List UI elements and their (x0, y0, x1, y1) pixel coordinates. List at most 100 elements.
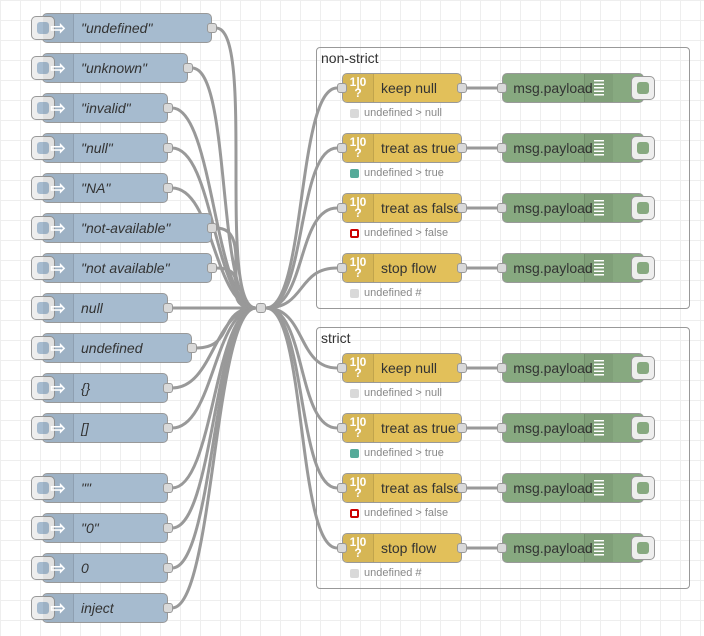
debug-toggle-button[interactable] (631, 356, 655, 380)
debug-node[interactable]: msg.payload (497, 193, 655, 223)
input-port[interactable] (337, 423, 347, 433)
inject-node[interactable]: ⇨0 (31, 553, 173, 583)
input-port[interactable] (337, 83, 347, 93)
inject-node[interactable]: ⇨"0" (31, 513, 173, 543)
inject-button[interactable] (31, 56, 55, 80)
debug-node[interactable]: msg.payload (497, 133, 655, 163)
inject-node[interactable]: ⇨inject (31, 593, 173, 623)
debug-node[interactable]: msg.payload (497, 253, 655, 283)
switch-node[interactable]: 1|0?keep null (337, 353, 467, 383)
output-port[interactable] (187, 343, 197, 353)
output-port[interactable] (457, 83, 467, 93)
output-port[interactable] (163, 523, 173, 533)
inject-node[interactable]: ⇨"null" (31, 133, 173, 163)
output-port[interactable] (457, 203, 467, 213)
input-port[interactable] (337, 543, 347, 553)
inject-node[interactable]: ⇨{} (31, 373, 173, 403)
debug-toggle-button[interactable] (631, 256, 655, 280)
switch-node[interactable]: 1|0?keep null (337, 73, 467, 103)
inject-button[interactable] (31, 16, 55, 40)
inject-node[interactable]: ⇨undefined (31, 333, 197, 363)
output-port[interactable] (457, 483, 467, 493)
debug-toggle-button[interactable] (631, 476, 655, 500)
input-port[interactable] (337, 263, 347, 273)
switch-node[interactable]: 1|0?treat as false (337, 193, 467, 223)
junction-node[interactable] (256, 303, 266, 313)
input-port[interactable] (337, 203, 347, 213)
list-icon (584, 534, 613, 562)
inject-node[interactable]: ⇨"" (31, 473, 173, 503)
inject-button[interactable] (31, 516, 55, 540)
inject-node[interactable]: ⇨[] (31, 413, 173, 443)
output-port[interactable] (207, 23, 217, 33)
inject-button[interactable] (31, 96, 55, 120)
switch-icon: 1|0? (343, 134, 374, 162)
output-port[interactable] (163, 423, 173, 433)
debug-node[interactable]: msg.payload (497, 533, 655, 563)
inject-node[interactable]: ⇨"unknown" (31, 53, 193, 83)
inject-node[interactable]: ⇨"not available" (31, 253, 217, 283)
inject-button[interactable] (31, 596, 55, 620)
input-port[interactable] (337, 483, 347, 493)
inject-node[interactable]: ⇨null (31, 293, 173, 323)
output-port[interactable] (207, 263, 217, 273)
output-port[interactable] (163, 483, 173, 493)
output-port[interactable] (457, 363, 467, 373)
input-port[interactable] (497, 143, 507, 153)
output-port[interactable] (163, 143, 173, 153)
output-port[interactable] (163, 383, 173, 393)
input-port[interactable] (497, 483, 507, 493)
output-port[interactable] (457, 543, 467, 553)
output-port[interactable] (457, 143, 467, 153)
output-port[interactable] (163, 103, 173, 113)
input-port[interactable] (497, 423, 507, 433)
status-text: undefined # (364, 567, 422, 579)
output-port[interactable] (163, 303, 173, 313)
output-port[interactable] (163, 563, 173, 573)
switch-icon-top: 1|0 (349, 135, 367, 149)
switch-node[interactable]: 1|0?treat as false (337, 473, 467, 503)
switch-node[interactable]: 1|0?treat as true (337, 413, 467, 443)
input-port[interactable] (337, 143, 347, 153)
output-port[interactable] (457, 423, 467, 433)
inject-node[interactable]: ⇨"undefined" (31, 13, 217, 43)
debug-node[interactable]: msg.payload (497, 473, 655, 503)
output-port[interactable] (207, 223, 217, 233)
output-port[interactable] (163, 603, 173, 613)
output-port[interactable] (163, 183, 173, 193)
switch-label: treat as false (381, 200, 462, 216)
debug-node[interactable]: msg.payload (497, 73, 655, 103)
input-port[interactable] (497, 543, 507, 553)
inject-button[interactable] (31, 256, 55, 280)
switch-icon-top: 1|0 (349, 475, 367, 489)
inject-node[interactable]: ⇨"NA" (31, 173, 173, 203)
inject-label: {} (81, 380, 91, 396)
debug-toggle-button[interactable] (631, 416, 655, 440)
output-port[interactable] (457, 263, 467, 273)
inject-node[interactable]: ⇨"not-available" (31, 213, 217, 243)
debug-node[interactable]: msg.payload (497, 353, 655, 383)
switch-node[interactable]: 1|0?treat as true (337, 133, 467, 163)
output-port[interactable] (183, 63, 193, 73)
switch-node[interactable]: 1|0?stop flow (337, 253, 467, 283)
debug-label: msg.payload (513, 360, 593, 376)
wire (215, 26, 257, 310)
switch-node[interactable]: 1|0?stop flow (337, 533, 467, 563)
debug-toggle-button[interactable] (631, 136, 655, 160)
input-port[interactable] (497, 203, 507, 213)
inject-button[interactable] (31, 176, 55, 200)
inject-node[interactable]: ⇨"invalid" (31, 93, 173, 123)
debug-toggle-button[interactable] (631, 76, 655, 100)
inject-button[interactable] (31, 336, 55, 360)
input-port[interactable] (497, 83, 507, 93)
debug-toggle-button[interactable] (631, 536, 655, 560)
inject-label: "NA" (81, 180, 111, 196)
input-port[interactable] (497, 363, 507, 373)
input-port[interactable] (497, 263, 507, 273)
debug-node[interactable]: msg.payload (497, 413, 655, 443)
input-port[interactable] (337, 363, 347, 373)
arrow-right-icon: ⇨ (43, 474, 74, 502)
status-dot (350, 448, 359, 458)
debug-toggle-button[interactable] (631, 196, 655, 220)
inject-button[interactable] (31, 376, 55, 400)
